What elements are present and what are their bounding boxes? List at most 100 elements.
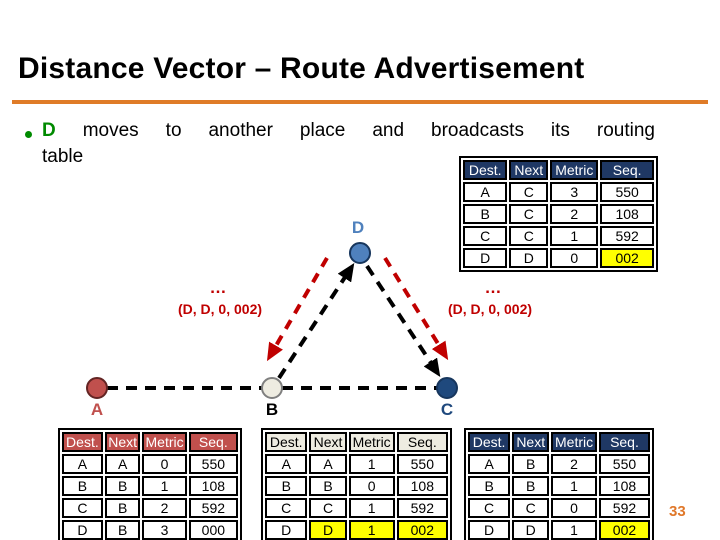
link-d-c-arrow	[365, 264, 441, 378]
routing-table-a: Dest. Next Metric Seq. A A 0 550 B B 1 1…	[58, 428, 242, 540]
advert-tuple-left: (D, D, 0, 002)	[177, 301, 263, 317]
table-cell: 1	[348, 498, 395, 518]
table-cell: 550	[598, 454, 650, 474]
bullet-text-line1: D moves to another place and broadcasts …	[42, 120, 655, 142]
table-header-row: Dest. Next Metric Seq.	[265, 432, 448, 452]
table-row: A A 0 550	[62, 454, 238, 474]
column-header-next: Next	[309, 432, 347, 452]
table-cell: C	[512, 498, 550, 518]
table-row: D B 3 000	[62, 520, 238, 540]
link-b-d-arrow	[277, 262, 355, 380]
table-row: B B 1 108	[62, 476, 238, 496]
node-label-c: C	[440, 400, 454, 419]
advert-ellipsis-left: …	[209, 278, 229, 297]
column-header-dest: Dest.	[62, 432, 103, 452]
table-cell: 592	[396, 498, 448, 518]
table-cell: 0	[550, 248, 599, 268]
table-row: B B 0 108	[265, 476, 448, 496]
table-cell: D	[509, 248, 549, 268]
table-cell: 108	[598, 476, 650, 496]
table-cell-highlighted: 1	[348, 520, 395, 540]
table-row: C B 2 592	[62, 498, 238, 518]
routing-table-d: Dest. Next Metric Seq. A C 3 550 B C 2 1…	[459, 156, 658, 272]
table-cell: B	[265, 476, 308, 496]
table-cell: C	[509, 204, 549, 224]
column-header-seq: Seq.	[396, 432, 448, 452]
table-row: B B 1 108	[468, 476, 650, 496]
table-row: D D 1 002	[265, 520, 448, 540]
table-cell-highlighted: 002	[600, 248, 654, 268]
node-label-d: D	[351, 218, 365, 237]
table-cell: A	[104, 454, 141, 474]
table-row: A C 3 550	[463, 182, 654, 202]
bullet-highlight-word: D	[42, 120, 56, 141]
table-row: B C 2 108	[463, 204, 654, 224]
column-header-dest: Dest.	[265, 432, 308, 452]
table-cell: 592	[598, 498, 650, 518]
table-cell-highlighted: 002	[396, 520, 448, 540]
advert-ellipsis-right: …	[484, 278, 504, 297]
table-cell: 1	[142, 476, 187, 496]
table-cell: B	[463, 204, 508, 224]
column-header-dest: Dest.	[468, 432, 511, 452]
table-cell: C	[309, 498, 347, 518]
table-cell: A	[309, 454, 347, 474]
table-cell: 0	[142, 454, 187, 474]
table-cell: 0	[551, 498, 597, 518]
table-header-row: Dest. Next Metric Seq.	[463, 160, 654, 180]
table-cell: 3	[142, 520, 187, 540]
table-cell: 550	[396, 454, 448, 474]
table-cell: D	[265, 520, 308, 540]
column-header-metric: Metric	[142, 432, 187, 452]
table-cell: A	[468, 454, 511, 474]
bullet-text-rest: moves to another place and broadcasts it…	[82, 120, 655, 141]
table-cell: B	[104, 476, 141, 496]
table-cell: C	[62, 498, 103, 518]
node-d	[349, 242, 371, 264]
table-cell: A	[265, 454, 308, 474]
column-header-next: Next	[512, 432, 550, 452]
table-cell: 592	[600, 226, 654, 246]
routing-table-c: Dest. Next Metric Seq. A B 2 550 B B 1 1…	[464, 428, 654, 540]
column-header-seq: Seq.	[598, 432, 650, 452]
table-cell: 2	[142, 498, 187, 518]
routing-table-b: Dest. Next Metric Seq. A A 1 550 B B 0 1…	[261, 428, 452, 540]
table-cell: 000	[188, 520, 238, 540]
table-cell: 108	[188, 476, 238, 496]
column-header-metric: Metric	[550, 160, 599, 180]
table-cell-highlighted: 002	[598, 520, 650, 540]
table-cell: 550	[600, 182, 654, 202]
table-cell: D	[512, 520, 550, 540]
column-header-seq: Seq.	[600, 160, 654, 180]
table-cell: 1	[551, 476, 597, 496]
table-row: C C 0 592	[468, 498, 650, 518]
table-cell-highlighted: D	[309, 520, 347, 540]
table-cell: B	[468, 476, 511, 496]
table-cell: 592	[188, 498, 238, 518]
table-cell: B	[512, 454, 550, 474]
table-cell: 3	[550, 182, 599, 202]
table-row: D D 1 002	[468, 520, 650, 540]
node-label-b: B	[265, 400, 279, 419]
table-cell: 108	[600, 204, 654, 224]
node-c	[436, 377, 458, 399]
table-header-row: Dest. Next Metric Seq.	[62, 432, 238, 452]
table-cell: 2	[551, 454, 597, 474]
node-a	[86, 377, 108, 399]
table-row: A B 2 550	[468, 454, 650, 474]
column-header-next: Next	[509, 160, 549, 180]
table-cell: A	[62, 454, 103, 474]
table-cell: C	[468, 498, 511, 518]
title-divider	[12, 100, 708, 104]
node-b	[261, 377, 283, 399]
table-cell: 0	[348, 476, 395, 496]
table-cell: 1	[551, 520, 597, 540]
table-cell: 2	[550, 204, 599, 224]
table-header-row: Dest. Next Metric Seq.	[468, 432, 650, 452]
column-header-seq: Seq.	[188, 432, 238, 452]
page-title: Distance Vector – Route Advertisement	[18, 52, 585, 85]
table-cell: B	[62, 476, 103, 496]
table-cell: 1	[348, 454, 395, 474]
table-cell: D	[463, 248, 508, 268]
